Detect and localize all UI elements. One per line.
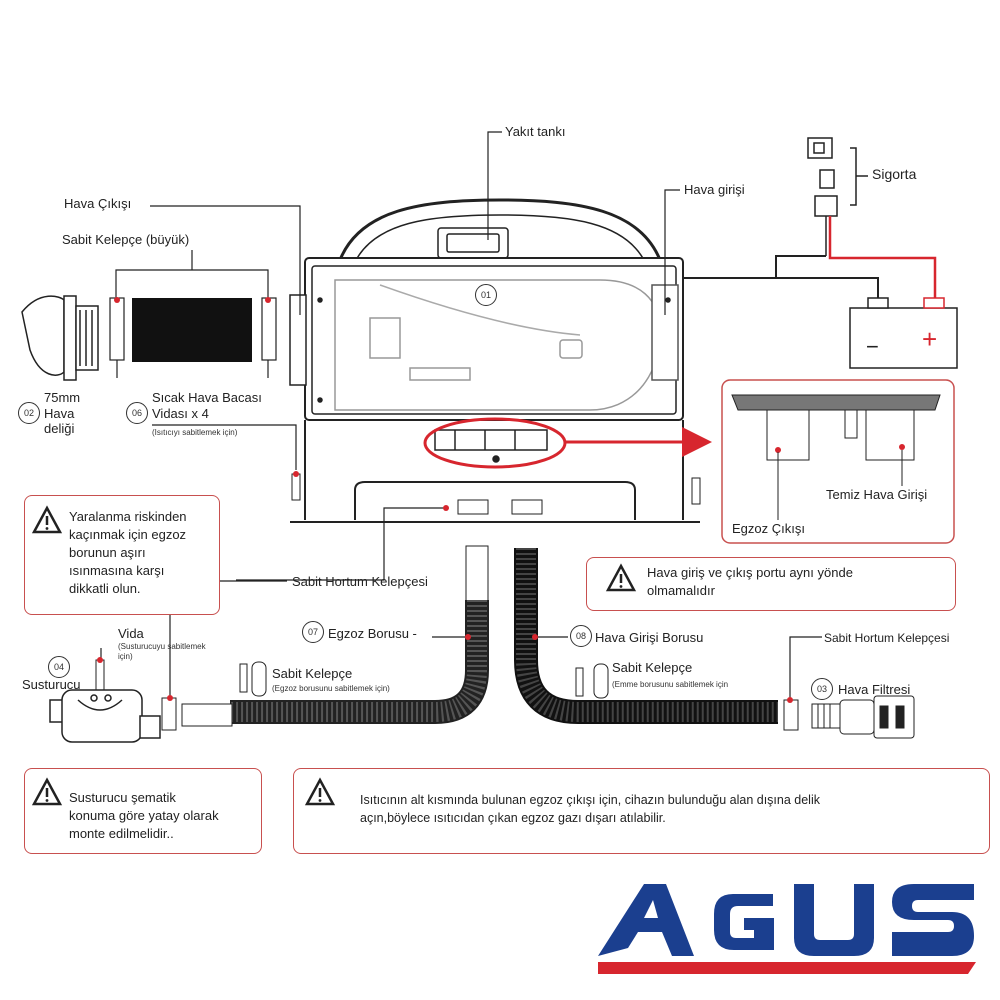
battery-minus-sign: −	[866, 334, 879, 359]
warning-box-exhaust-hole: Isıtıcının alt kısmında bulunan egzoz çı…	[293, 768, 990, 854]
label-hose-clamp-right: Sabit Hortum Kelepçesi	[824, 631, 950, 645]
label-fixed-clamp-1: Sabit Kelepçe	[272, 666, 353, 681]
label-air-outlet: Hava Çıkışı	[64, 196, 132, 211]
label-muffler: Susturucu	[22, 677, 81, 692]
part-number-06: 06	[126, 402, 148, 424]
part-number-03: 03	[811, 678, 833, 700]
port-detail-box	[721, 379, 955, 544]
hot-air-duct	[132, 298, 252, 362]
battery-plus-sign: +	[922, 324, 938, 354]
warning-box-port-direction: Hava giriş ve çıkış portu aynı yönde olm…	[586, 557, 956, 611]
warning-box-exhaust-heat: Yaralanma riskinden kaçınmak için egzoz …	[24, 495, 220, 615]
label-hot-air-screw-note: (Isıtıcıyı sabitlemek için)	[152, 428, 238, 437]
label-large-clamp: Sabit Kelepçe (büyük)	[62, 232, 190, 247]
muffler-part	[49, 689, 161, 743]
label-exhaust-outlet: Egzoz Çıkışı	[732, 521, 805, 536]
label-exhaust-pipe: Egzoz Borusu -	[328, 626, 417, 641]
label-air-inlet: Hava girişi	[684, 182, 745, 197]
large-clamps	[109, 297, 277, 378]
part-number-04: 04	[48, 656, 70, 678]
part-number-07: 07	[302, 621, 324, 643]
fuse-and-battery	[683, 137, 958, 369]
part-number-08: 08	[570, 625, 592, 647]
warning-box-muffler: Susturucu şematik konuma göre yatay olar…	[24, 768, 262, 854]
agus-logo-mark	[598, 884, 976, 974]
air-outlet-part	[21, 295, 99, 381]
label-fixed-clamp-2: Sabit Kelepçe	[612, 660, 693, 675]
part-number-01: 01	[475, 284, 497, 306]
hose-clamps	[161, 499, 799, 731]
label-screw-note: (Susturucuyu sabitlemek için)	[118, 642, 206, 661]
label-air-hole-text: Hava deliği	[44, 406, 75, 436]
exhaust-pipe	[181, 545, 489, 727]
label-fixed-clamp-1-note: (Egzoz borusunu sabitlemek için)	[272, 684, 390, 693]
air-intake-pipe	[514, 548, 778, 724]
agus-logo	[598, 878, 976, 974]
part-number-02: 02	[18, 402, 40, 424]
heater-unit	[289, 198, 700, 523]
label-air-filter: Hava Filtresi	[838, 682, 911, 697]
screws	[95, 471, 701, 697]
label-fixed-clamp-2-note: (Emme borusunu sabitlemek için	[612, 680, 729, 689]
air-filter-part	[811, 695, 915, 739]
label-screw: Vida	[118, 626, 144, 641]
label-hose-clamp-left: Sabit Hortum Kelepçesi	[292, 574, 428, 589]
label-fuse: Sigorta	[872, 166, 917, 182]
label-clean-air-inlet: Temiz Hava Girişi	[826, 487, 928, 502]
label-hot-air-screw: Sıcak Hava Bacası Vidası x 4	[152, 390, 262, 421]
label-fuel-tank: Yakıt tankı	[505, 124, 566, 139]
label-air-intake-pipe: Hava Girişi Borusu	[595, 630, 704, 645]
label-air-hole: 75mm	[44, 390, 81, 405]
